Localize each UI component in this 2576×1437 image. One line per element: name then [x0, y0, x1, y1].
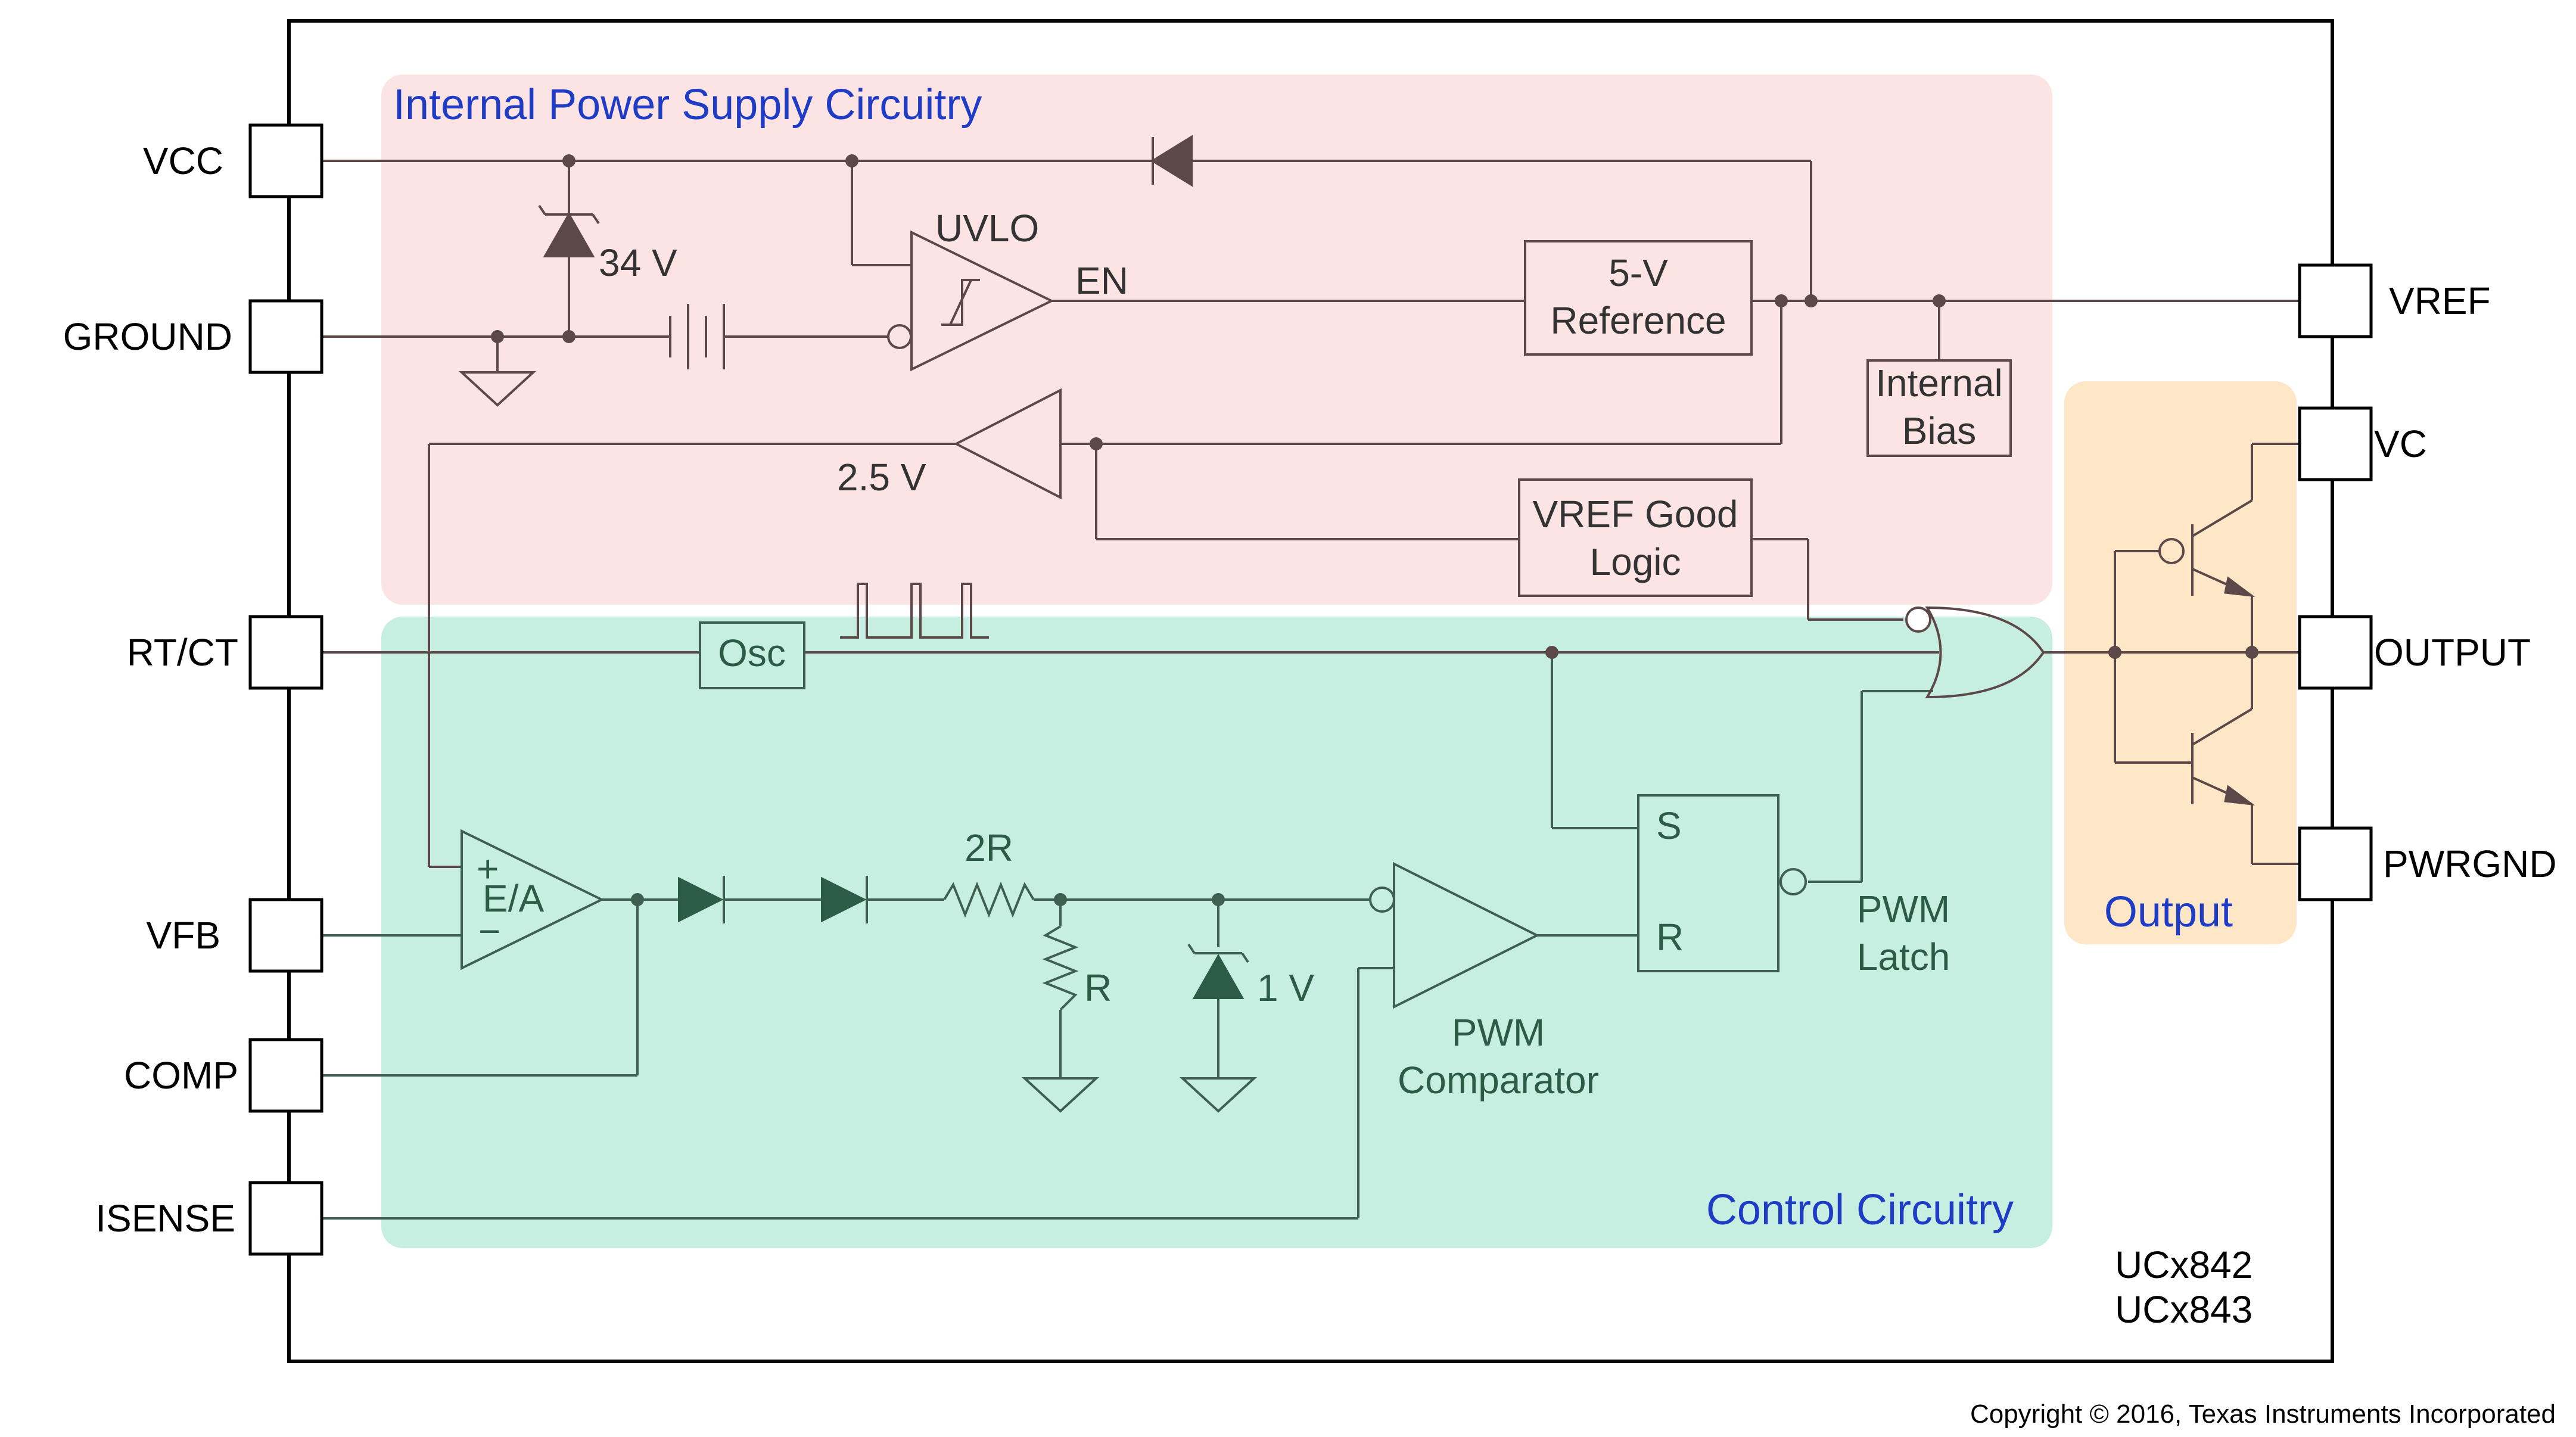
en-label: EN — [1075, 259, 1128, 302]
control-wiring — [322, 583, 1939, 1220]
vref-good-logic-block — [1518, 478, 1753, 597]
junction-dot — [2245, 646, 2258, 659]
zener-diode-1v-icon — [1187, 943, 1249, 999]
pin-output-label: OUTPUT — [2374, 631, 2531, 674]
output-region-title: Output — [2104, 888, 2233, 936]
junction-dot — [562, 330, 575, 343]
ea-plus-label: + — [477, 847, 499, 890]
pin-vcc-label: VCC — [143, 139, 223, 182]
power-region-title: Internal Power Supply Circuitry — [393, 81, 982, 129]
power-region — [381, 74, 2052, 605]
oscillator-block — [699, 621, 805, 689]
ground-symbol — [1021, 1077, 1100, 1113]
battery-icon — [669, 304, 725, 369]
chip-outline — [287, 19, 2334, 1363]
pin-ground — [248, 299, 323, 374]
pin-vfb — [248, 898, 323, 973]
pin-vcc — [248, 123, 323, 198]
pin-pwrgnd — [2298, 826, 2373, 901]
control-region-title: Control Circuitry — [1706, 1186, 2014, 1234]
reference-label-2: Reference — [1550, 299, 1726, 342]
pin-vc-label: VC — [2374, 422, 2427, 465]
junction-dot — [562, 154, 575, 167]
emitter-arrow-icon — [2224, 785, 2255, 806]
part-number-1: UCx842 — [2115, 1243, 2253, 1286]
latch-label-2: Latch — [1857, 935, 1950, 978]
diode-1-icon — [678, 876, 725, 923]
pwm-latch-block — [1637, 794, 1779, 972]
transistor-inverter-bubble — [2158, 538, 2185, 564]
pwm-comparator — [1369, 861, 1540, 1009]
reference-buffer — [953, 388, 1062, 500]
resistor-2r-icon — [943, 881, 1035, 918]
emitter-arrow-icon — [2224, 576, 2255, 598]
vref-good-label-2: Logic — [1590, 540, 1681, 583]
pin-vref — [2298, 263, 2373, 338]
reference-label-1: 5-V — [1609, 251, 1668, 294]
junction-dot — [1775, 294, 1788, 307]
internal-bias-block — [1866, 359, 2012, 457]
reference-block — [1524, 240, 1753, 356]
diode-2-icon — [821, 876, 868, 923]
pin-isense — [248, 1181, 323, 1256]
ea-minus-label: − — [478, 910, 500, 953]
pin-isense-label: ISENSE — [95, 1197, 235, 1240]
junction-dot — [631, 893, 644, 906]
resistor-r-label: R — [1084, 966, 1112, 1009]
pin-vref-label: VREF — [2389, 279, 2491, 322]
junction-dot — [1054, 893, 1067, 906]
pin-vfb-label: VFB — [147, 914, 220, 957]
junction-dot — [845, 154, 858, 167]
resistor-r-icon — [1042, 925, 1079, 1011]
junction-dot — [1545, 646, 1558, 659]
pin-ground-label: GROUND — [63, 315, 232, 358]
pin-rtct — [248, 615, 323, 690]
junction-dot — [1933, 294, 1946, 307]
output-region — [2064, 381, 2297, 944]
comparator-label-1: PWM — [1452, 1011, 1545, 1054]
pin-comp-label: COMP — [124, 1054, 238, 1097]
junction-dot — [1805, 294, 1818, 307]
junction-dot — [1212, 893, 1225, 906]
latch-output-bubble — [1779, 868, 1807, 895]
zener-diode-34v-icon — [538, 204, 600, 257]
pin-comp — [248, 1038, 323, 1113]
error-amplifier — [461, 829, 605, 971]
power-wiring — [322, 160, 2300, 868]
pin-rtct-label: RT/CT — [127, 631, 238, 674]
vcc-diode-icon — [1150, 135, 1193, 187]
junction-dot — [1090, 437, 1103, 450]
comparator-label-2: Comparator — [1398, 1059, 1599, 1102]
junction-dot — [2108, 646, 2121, 659]
oscillator-label: Osc — [718, 632, 786, 674]
latch-s-label: S — [1656, 804, 1682, 847]
ea-label: E/A — [483, 877, 544, 920]
part-number-2: UCx843 — [2115, 1288, 2253, 1331]
nor-gate — [1905, 606, 2045, 699]
vref-good-label-1: VREF Good — [1532, 493, 1738, 536]
resistor-2r-label: 2R — [965, 826, 1013, 869]
zener-voltage-label: 34 V — [599, 241, 677, 284]
latch-label-1: PWM — [1857, 888, 1950, 931]
ground-symbol — [458, 371, 537, 407]
latch-r-label: R — [1656, 916, 1684, 959]
uvlo-comparator — [887, 230, 1054, 372]
internal-bias-label-2: Bias — [1902, 409, 1977, 452]
copyright-notice: Copyright © 2016, Texas Instruments Inco… — [1970, 1399, 2556, 1429]
pin-output — [2298, 615, 2373, 690]
buffer-voltage-label: 2.5 V — [837, 456, 926, 499]
clamp-voltage-label: 1 V — [1257, 966, 1314, 1009]
control-region — [381, 617, 2052, 1248]
pin-vc — [2298, 406, 2373, 481]
ground-symbol — [1179, 1077, 1258, 1113]
junction-dot — [491, 330, 504, 343]
internal-bias-label-1: Internal — [1875, 362, 2002, 405]
pin-pwrgnd-label: PWRGND — [2383, 842, 2557, 885]
uvlo-label: UVLO — [935, 207, 1039, 250]
